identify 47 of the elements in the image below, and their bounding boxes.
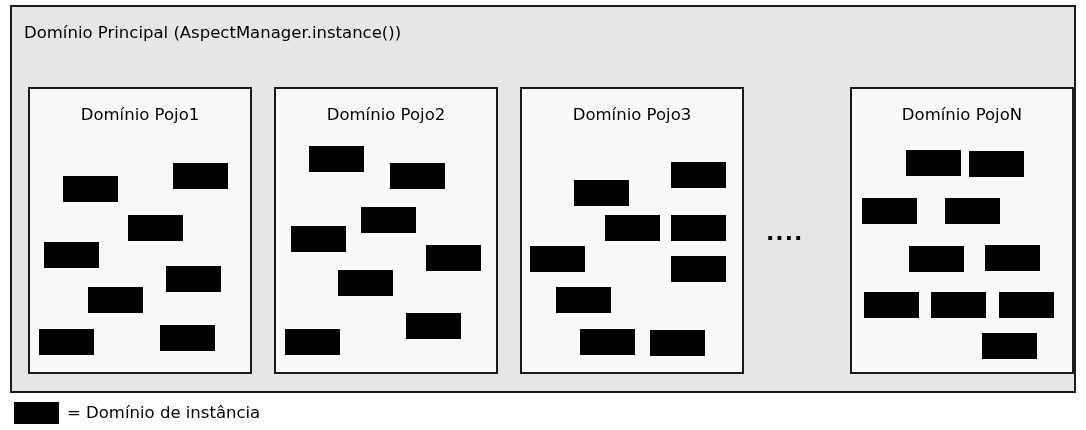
instance-domain-block xyxy=(285,329,340,355)
pojo-domain-box xyxy=(274,87,498,374)
instance-domain-block xyxy=(39,329,94,355)
legend-text: = Domínio de instância xyxy=(67,402,261,424)
instance-domain-block xyxy=(605,215,660,241)
instance-domain-block xyxy=(426,245,481,271)
domain-title: Domínio Pojo2 xyxy=(325,104,447,126)
instance-domain-block xyxy=(166,266,221,292)
instance-domain-block xyxy=(530,246,585,272)
instance-domain-block xyxy=(969,151,1024,177)
pojo-domain-box xyxy=(520,87,744,374)
domain-title: Domínio Principal (AspectManager.instance()) xyxy=(24,22,402,44)
instance-domain-block xyxy=(361,207,416,233)
instance-domain-block xyxy=(931,292,986,318)
instance-domain-block xyxy=(88,287,143,313)
pojo-domain-box xyxy=(28,87,252,374)
instance-domain-block xyxy=(862,198,917,224)
instance-domain-block xyxy=(650,330,705,356)
instance-domain-block xyxy=(309,146,364,172)
instance-domain-block xyxy=(999,292,1054,318)
instance-domain-block xyxy=(128,215,183,241)
domain-title: Domínio PojoN xyxy=(900,104,1024,126)
pojo-domain-box xyxy=(850,87,1074,374)
main-domain-panel xyxy=(10,5,1076,393)
instance-domain-block xyxy=(580,329,635,355)
instance-domain-block xyxy=(982,333,1037,359)
instance-domain-block xyxy=(671,162,726,188)
instance-domain-block xyxy=(574,180,629,206)
instance-domain-block xyxy=(864,292,919,318)
instance-domain-block xyxy=(44,242,99,268)
instance-domain-block xyxy=(556,287,611,313)
instance-domain-block xyxy=(160,325,215,351)
instance-domain-block xyxy=(291,226,346,252)
instance-domain-block xyxy=(985,245,1040,271)
ellipsis-text: .... xyxy=(766,219,804,247)
instance-domain-block xyxy=(671,256,726,282)
domain-title: Domínio Pojo1 xyxy=(79,104,201,126)
instance-domain-block xyxy=(173,163,228,189)
instance-domain-block xyxy=(906,150,961,176)
instance-domain-block xyxy=(909,246,964,272)
instance-domain-block xyxy=(338,270,393,296)
instance-domain-block xyxy=(671,215,726,241)
instance-domain-block xyxy=(945,198,1000,224)
instance-domain-block xyxy=(63,176,118,202)
instance-domain-block xyxy=(406,313,461,339)
instance-domain-block xyxy=(390,163,445,189)
domain-title: Domínio Pojo3 xyxy=(571,104,693,126)
